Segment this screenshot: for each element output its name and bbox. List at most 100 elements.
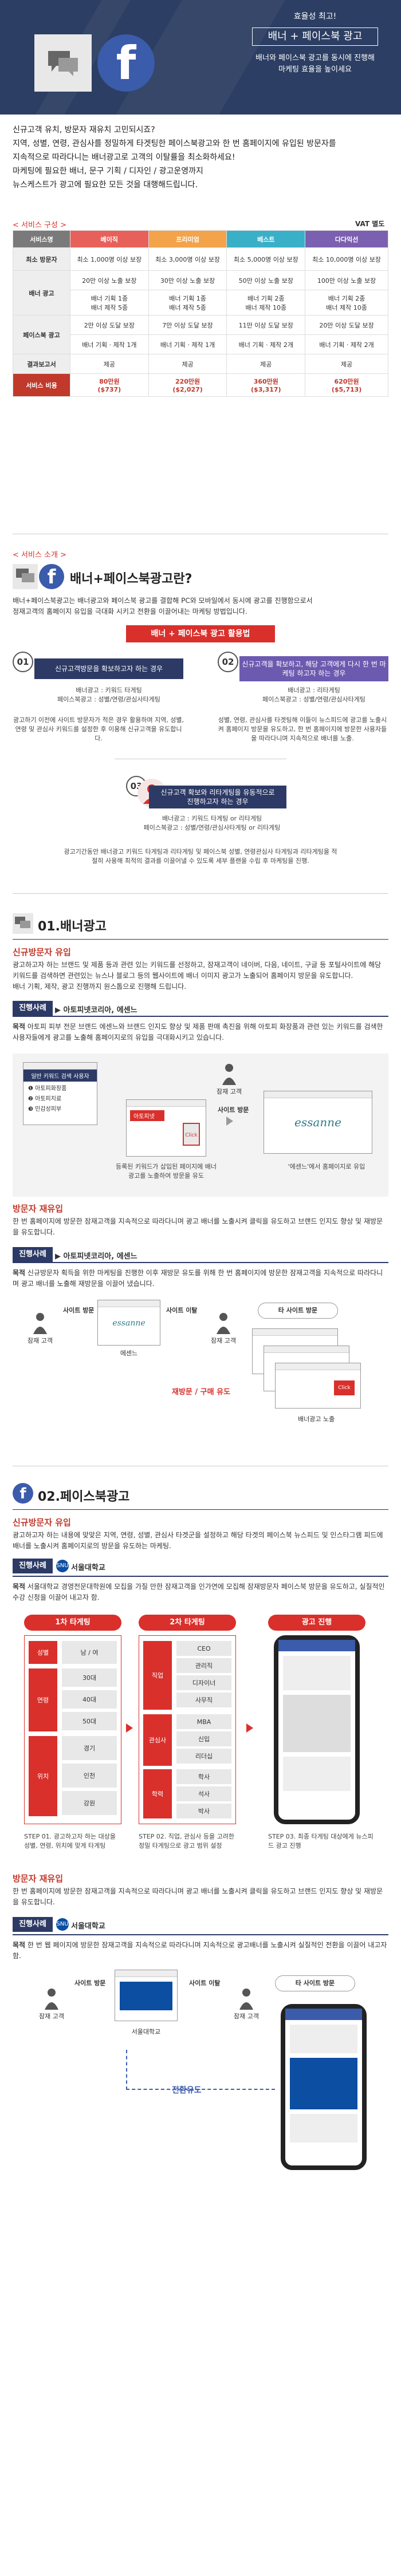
job-value: 디자이너 [176,1675,231,1690]
fb-title: 02.페이스북광고 [38,1486,129,1505]
flow-step3: 타 사이트 방문 [275,1975,355,1991]
flow-person: 잠재 고객 [206,1311,241,1345]
pricing-cell: 제공 [226,354,306,374]
interest-value: 신입 [176,1731,231,1746]
pricing-cell: 최소 10,000명 이상 보장 [305,247,388,271]
divider [13,939,388,940]
flow-uni-label: 서울대학교 [131,2028,161,2035]
conversion-label: 전환유도 [172,2086,202,2095]
case3-title-line1: 신규고객 확보와 리타게팅을 유동적으로 [160,788,275,796]
flow-person-label: 잠재 고객 [27,1337,53,1344]
fb-ad-image [290,2058,357,2109]
banner-caption1: 등록된 키워드가 삽입된 페이지에 배너광고를 노출하여 방문을 유도 [116,1163,217,1179]
banner-sub1: 신규방문자 유입 [13,947,71,957]
intro-line: 지역, 성별, 연령, 관심사를 정밀하게 타겟팅한 페이스북광고와 한 번 홈… [13,139,336,148]
case-bar [13,1576,388,1577]
flow-person-label: 잠재 고객 [39,2013,64,2020]
banner-sub2: 방문자 재유입 [13,1204,64,1214]
browser-bar [23,1063,97,1070]
intro-line: 지속적으로 따라다니는 배너광고로 고객의 이탈률을 최소화하세요! [13,153,235,162]
hero-desc-line1: 배너와 페이스북 광고를 동시에 진행해 [255,54,375,62]
price-cell: 220만원 ($2,027) [148,373,227,397]
flow-step1: 사이트 방문 [63,1307,95,1314]
pricing-cell: 배너 기획 2종 배너 제작 10종 [226,290,306,315]
case2-fb: 페이스북광고 : 성별/연령/관심사타게팅 [262,696,366,703]
pricing-cell: 2만 이상 도달 보장 [70,315,149,335]
hero-title: 배너 + 페이스북 광고 [252,27,378,46]
click-banner[interactable]: Click [183,1123,200,1146]
case3-fb: 페이스북광고 : 성별/연령/관심사타게팅 or 리타게팅 [143,824,281,831]
intro-p2: 정재고객의 홈페이지 유입을 극대화 시키고 전환을 이끌어내는 마케팅 방법입… [13,607,247,616]
gender-value: 남 / 여 [62,1641,117,1664]
pricing-row-label: 배너 광고 [13,270,70,315]
step1-label: 1차 타게팅 [24,1615,121,1631]
pricing-cell: 배너 기획 1종 배너 제작 5종 [148,290,227,315]
facebook-icon: f [39,564,64,589]
pricing-cell: 30만 이상 노출 보장 [148,270,227,290]
arrow-icon [126,1723,133,1733]
banner-expose-label: 배너광고 노출 [298,1415,335,1423]
pricing-header-cell: 베이직 [70,230,149,248]
case-text: 목적 한 번 웹 페이지에 방문한 잠재고객을 지속적으로 따라다니며 지속적으… [13,1941,387,1960]
pricing-header-cell: 다다익선 [305,230,388,248]
revisit-label: 재방문 / 구매 유도 [172,1388,231,1397]
flow-step2: 사이트 이탈 [166,1307,198,1314]
case-text: 목적 신규방문자 획득을 위한 마케팅을 진행한 이후 재방문 유도를 위해 한… [13,1269,383,1288]
browser-bar [276,1363,360,1370]
brand-browser: essanne [264,1091,372,1154]
hero-tagline: 효율성 최고! [293,12,337,21]
banner-num: 01. [38,920,60,934]
case-name: 서울대학교 [71,1564,105,1572]
banner-p2: 배너 기획, 제작, 광고 진행까지 원스톱으로 진행해 드립니다. [13,983,187,991]
pricing-cell: 제공 [148,354,227,374]
case3-desc: 광고기간동안 배너광고 키워드 타게팅과 리타게팅 및 페이스북 성별, 연령관… [64,848,337,865]
job-value: 사무직 [176,1693,231,1707]
person-icon [45,1989,58,2010]
edu-value: 석사 [176,1786,231,1801]
brand-logo: essanne [294,1115,341,1129]
pricing-header-cell: 프리미엄 [148,230,227,248]
retarget-banner[interactable]: Click [334,1380,355,1395]
site-visit-label: 사이트 방문 [218,1106,249,1114]
step3-caption: STEP 03. 최종 타게팅 대상에게 뉴스피드 광고 진행 [268,1833,374,1849]
hero-desc-line2: 마케팅 효율을 높이세요 [278,65,352,74]
case-label: 진행사례 [13,1559,53,1573]
banner-caption2: '에센느'에서 홈페이지로 유입 [288,1163,365,1170]
mobile-icon [281,2004,367,2170]
intro-section-tag: < 서비스 소개 > [13,551,66,559]
location-value: 인천 [62,1764,117,1788]
pricing-section-tag: < 서비스 구성 > [13,221,66,230]
fb-sub1: 신규방문자 유입 [13,1517,71,1528]
flow-person: 잠재 고객 [23,1311,57,1345]
fb-p1: 광고하고자 하는 내용에 맞맞은 지역, 연령, 성별, 관심사 타겟군을 설정… [13,1531,383,1550]
banner-p1: 광고하고자 하는 브랜드 및 제품 등과 관련 있는 키워드를 선정하고, 잠재… [13,961,382,980]
case-name: 서울대학교 [71,1922,105,1931]
job-value: 관리직 [176,1658,231,1673]
browser-bar [115,1970,177,1977]
flow-person-label: 잠재 고객 [234,2013,259,2020]
case1-fb: 페이스북광고 : 성별/연령/관심사타게팅 [57,696,161,703]
person-icon [222,1064,236,1085]
potential-label: 잠재 고객 [217,1088,242,1095]
location-value: 강원 [62,1791,117,1815]
location-label: 위치 [29,1736,57,1816]
banner-paragraph: 광고하고자 하는 브랜드 및 제품 등과 관련 있는 키워드를 선정하고, 잠재… [13,960,388,992]
chat-icon [13,913,33,934]
price-label: 서비스 비용 [13,373,70,397]
flow-other-site: Click [275,1363,361,1409]
brand-logo: essanne [112,1319,146,1328]
case-label: 진행사례 [13,1247,53,1262]
pricing-header-cell: 베스트 [226,230,306,248]
divider [13,1509,388,1510]
location-value: 경기 [62,1736,117,1760]
pricing-cell: 100만 이상 노출 보장 [305,270,388,290]
intro-line: 신규고객 유치, 방문자 재유치 고민되시죠? [13,125,155,135]
browser-bar [264,1346,349,1353]
fb-post [283,1656,351,1690]
case-bar [13,1262,388,1263]
person-icon [217,1313,230,1334]
